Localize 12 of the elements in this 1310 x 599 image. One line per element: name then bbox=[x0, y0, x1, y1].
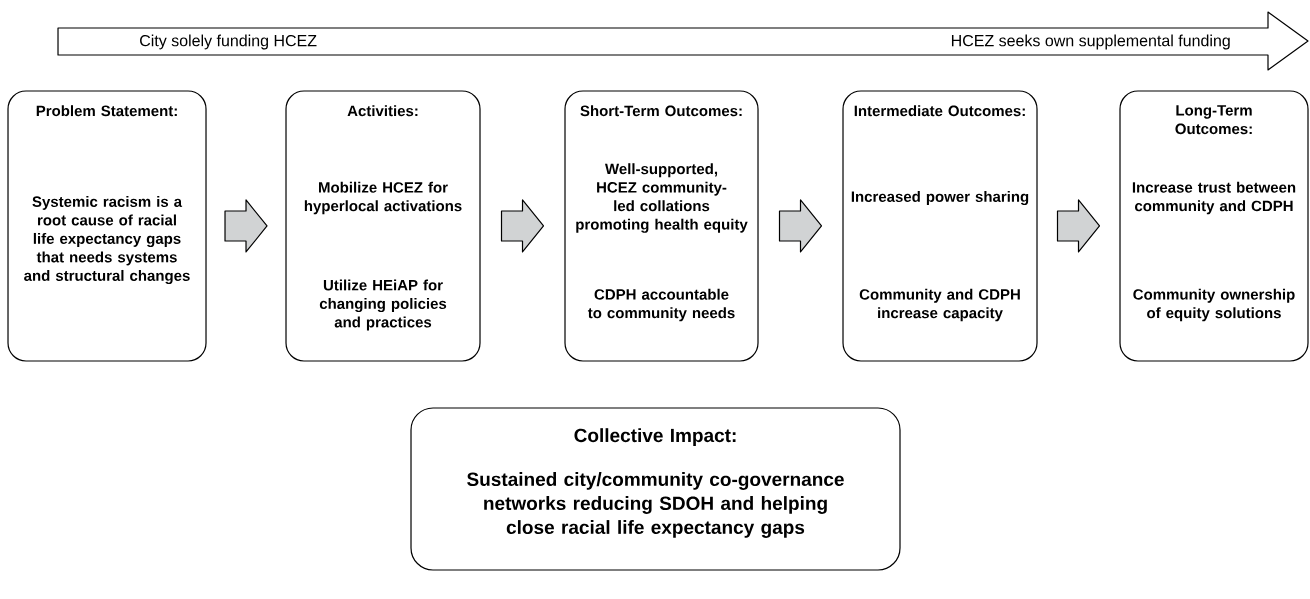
impact-box: Collective Impact: Sustained city/community co-governance networks reducing SDOH and helping close racial life expectancy gaps bbox=[410, 407, 901, 571]
timeline-label: City solely funding HCEZ bbox=[140, 34, 317, 50]
timeline-label: HCEZ seeks own supplemental funding bbox=[951, 34, 1230, 50]
stage-box: Intermediate Outcomes: Increased power sharing Community and CDPH increase capacity bbox=[842, 90, 1038, 362]
stage-box: Short-Term Outcomes: Well-supported, HCEZ community-led collations promoting health equity CDPH accountable to community needs bbox=[564, 90, 759, 362]
block-arrow bbox=[778, 199, 823, 253]
stage-box: Activities: Mobilize HCEZ for hyperlocal activations Utilize HEiAP for changing policies and practices bbox=[285, 90, 481, 362]
block-arrow bbox=[1056, 199, 1101, 253]
block-arrow bbox=[500, 199, 545, 253]
block-arrow bbox=[224, 199, 268, 253]
stage-box: Long-Term Outcomes: Increase trust between community and CDPH Community ownership of equity solutions bbox=[1119, 90, 1309, 362]
stage-box: Problem Statement: Systemic racism is a root cause of racial life expectancy gaps that needs systems and structural changes bbox=[7, 90, 207, 362]
